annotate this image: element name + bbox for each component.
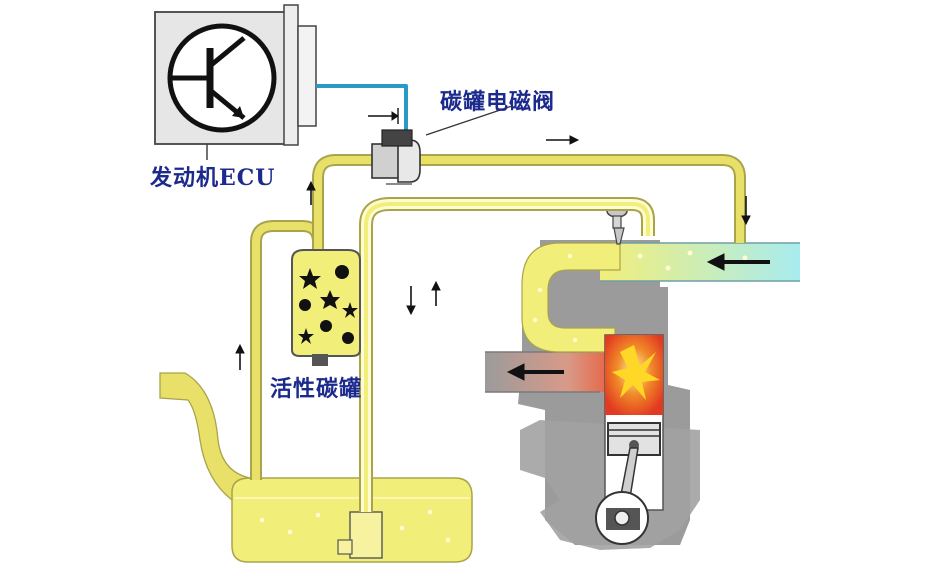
- fuel-particle: [567, 253, 573, 259]
- charcoal-pellet: [342, 302, 358, 318]
- spark-icon: [612, 345, 660, 400]
- fuel-particle: [399, 525, 405, 531]
- fuel-particle: [445, 537, 451, 543]
- valve-leader-line: [425, 105, 513, 136]
- purge-solenoid-valve: [371, 129, 421, 185]
- purge-valve-label: 碳罐电磁阀: [440, 89, 556, 115]
- fuel-particle: [315, 512, 321, 518]
- air-particle: [637, 253, 643, 259]
- ecu-unit: [154, 4, 317, 160]
- fuel-particle: [259, 517, 265, 523]
- fuel-pump: [349, 511, 383, 559]
- arrow-icon: [235, 108, 770, 381]
- air-particle: [665, 265, 671, 271]
- air-particle: [687, 250, 693, 256]
- charcoal-pellet: [335, 265, 349, 279]
- charcoal-canister-label: 活性碳罐: [270, 376, 363, 402]
- charcoal-pellet: [320, 290, 340, 309]
- fuel-tank: [159, 372, 473, 563]
- charcoal-pellet: [299, 268, 321, 289]
- ecu-label: 发动机ECU: [150, 165, 276, 191]
- fuel-particle: [572, 337, 578, 343]
- charcoal-pellet: [342, 332, 354, 344]
- transistor-icon: [167, 23, 277, 133]
- cylinder: [595, 334, 664, 545]
- crankshaft: [595, 491, 649, 545]
- fuel-particle: [537, 287, 543, 293]
- fuel-particle: [532, 317, 538, 323]
- fuel-particle: [287, 529, 293, 535]
- charcoal-pellet: [320, 320, 332, 332]
- charcoal-canister: [291, 249, 361, 366]
- fuel-particle: [427, 509, 433, 515]
- charcoal-pellet: [299, 299, 311, 311]
- air-particle: [742, 255, 748, 261]
- charcoal-pellet: [298, 328, 314, 344]
- ecu-signal-wire: [316, 84, 408, 130]
